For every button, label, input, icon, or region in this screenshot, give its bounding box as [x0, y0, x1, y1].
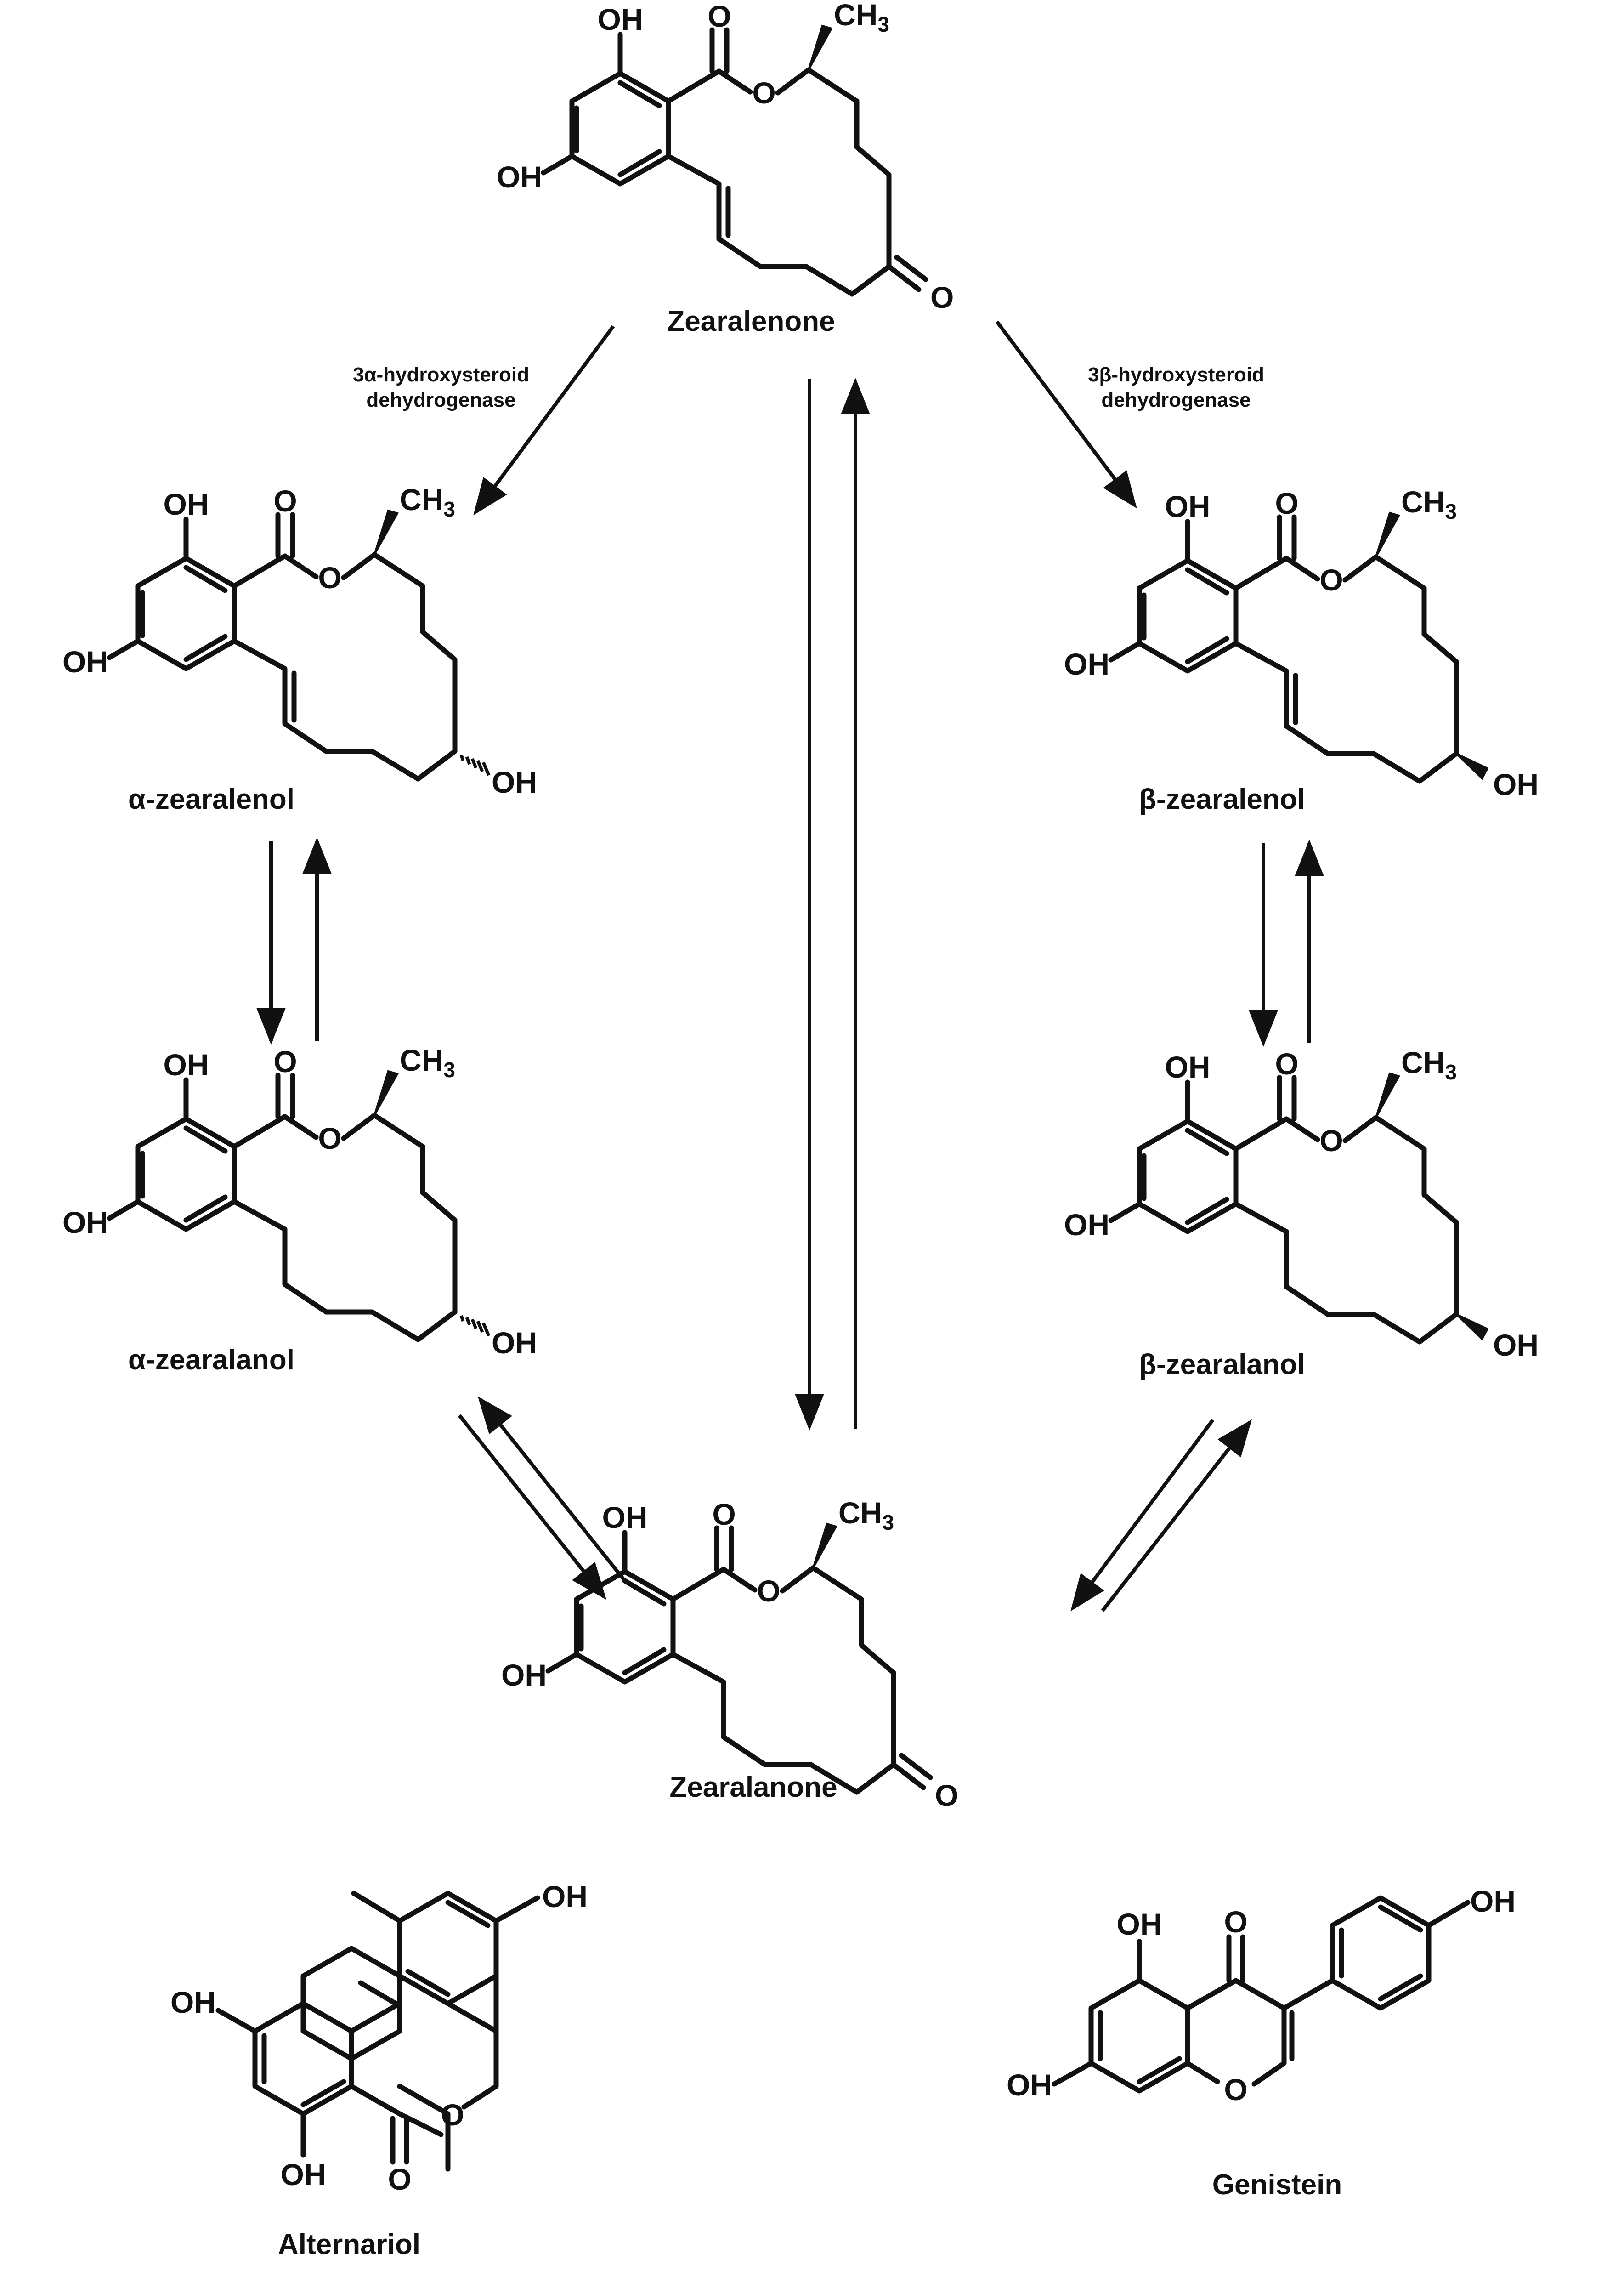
beta-zearalenol-carbonyl-o: O [1275, 486, 1298, 520]
enzyme-3alpha-hsd-line1: 3α-hydroxysteroid [353, 363, 529, 386]
alpha-zearalanol-ester-o: O [318, 1121, 341, 1155]
arrow-zan-to-beta-zal [1101, 1419, 1252, 1612]
zearalanone-oh-left: OH [501, 1658, 547, 1692]
zearalenone-methyl: CH3 [834, 0, 889, 36]
zearalenone-oh-top: OH [598, 2, 643, 36]
zearalanone-carbonyl-o: O [712, 1497, 736, 1531]
zearalenone-ketone-o: O [930, 280, 954, 314]
zearalanone-structure: OH OH O O CH3 O [501, 1496, 958, 1812]
arrow-zan-to-alpha-zal [478, 1396, 627, 1582]
enzyme-3beta-hsd-line1: 3β-hydroxysteroid [1088, 363, 1264, 386]
beta-zearalanol-oh-top: OH [1165, 1050, 1211, 1084]
beta-zearalanol-oh-c6: OH [1493, 1328, 1539, 1362]
genistein-oh-right: OH [1470, 1884, 1516, 1918]
genistein-oh-top: OH [1117, 1907, 1162, 1941]
alternariol-ring-o: O [441, 2098, 464, 2132]
beta-zearalanol-carbonyl-o: O [1275, 1047, 1298, 1081]
alternariol-oh-bottom: OH [281, 2157, 326, 2192]
arrow-beta-zal-to-zan [1070, 1419, 1215, 1612]
reaction-arrows [256, 320, 1324, 1612]
zearalenone-carbonyl-o: O [707, 0, 731, 33]
label-beta-zearalenol: β-zearalenol [1139, 783, 1305, 815]
genistein-ring-o: O [1224, 2072, 1247, 2106]
enzyme-3beta-hsd-line2: dehydrogenase [1101, 389, 1251, 411]
beta-zearalenol-oh-top: OH [1165, 489, 1211, 523]
alternariol-structure [215, 1891, 540, 2172]
alpha-zearalenol-structure: OH OH O O CH3 OH [62, 483, 537, 799]
alternariol-carbonyl-o: O [388, 2162, 411, 2196]
alternariol-oh-right: OH [542, 1879, 588, 1913]
enzyme-3alpha-hsd-line2: dehydrogenase [366, 389, 515, 411]
label-alternariol: Alternariol [278, 2229, 420, 2260]
label-beta-zearalanol: β-zearalanol [1139, 1349, 1305, 1380]
beta-zearalenol-structure: OH OH O O CH3 OH [1064, 485, 1539, 801]
alpha-zearalanol-methyl: CH3 [400, 1043, 455, 1082]
beta-zearalenol-oh-c6: OH [1493, 767, 1539, 801]
label-zearalenone: Zearalenone [667, 306, 835, 337]
alpha-zearalenol-oh-c6: OH [492, 765, 537, 799]
beta-zearalenol-oh-left: OH [1064, 647, 1109, 681]
alpha-zearalenol-oh-top: OH [164, 487, 209, 521]
zearalanone-ester-o: O [757, 1574, 780, 1608]
alpha-zearalanol-carbonyl-o: O [273, 1045, 297, 1079]
label-alpha-zearalanol: α-zearalanol [128, 1344, 294, 1376]
label-alpha-zearalenol: α-zearalenol [128, 783, 294, 815]
beta-zearalanol-structure: OH OH O O CH3 OH [1064, 1045, 1539, 1362]
arrow-zen-to-beta-zol [995, 320, 1137, 509]
genistein-oh-left: OH [1007, 2068, 1052, 2102]
alpha-zearalenol-ester-o: O [318, 561, 341, 595]
genistein-structure [1052, 1895, 1471, 2094]
alpha-zearalanol-structure: OH OH O O CH3 OH [62, 1043, 537, 1360]
alpha-zearalenol-carbonyl-o: O [273, 484, 297, 518]
alternariol-oh-left: OH [170, 1985, 216, 2019]
zearalenone-ester-o: O [752, 76, 775, 110]
zearalanone-ketone-o: O [935, 1778, 958, 1812]
alpha-zearalenol-oh-left: OH [62, 645, 108, 679]
arrow-alpha-zal-to-zan [458, 1414, 606, 1600]
zearalanone-methyl: CH3 [838, 1496, 894, 1534]
alpha-zearalanol-oh-left: OH [62, 1205, 108, 1239]
beta-zearalanol-methyl: CH3 [1401, 1045, 1457, 1084]
beta-zearalenol-methyl: CH3 [1401, 485, 1457, 523]
genistein-carbonyl-o: O [1224, 1905, 1247, 1939]
beta-zearalanol-ester-o: O [1319, 1124, 1343, 1158]
alpha-zearalanol-oh-c6: OH [492, 1326, 537, 1360]
zearalenone-oh-left: OH [497, 160, 542, 194]
beta-zearalenol-ester-o: O [1319, 563, 1343, 597]
label-zearalanone: Zearalanone [669, 1771, 837, 1803]
arrow-zen-to-alpha-zol [473, 325, 615, 516]
zearalanone-oh-top: OH [602, 1500, 648, 1534]
label-genistein: Genistein [1212, 2169, 1342, 2201]
zearalenone-structure: OH OH O O CH3 O [497, 0, 954, 314]
beta-zearalanol-oh-left: OH [1064, 1208, 1109, 1242]
alpha-zearalanol-oh-top: OH [164, 1048, 209, 1082]
alpha-zearalenol-methyl: CH3 [400, 483, 455, 521]
